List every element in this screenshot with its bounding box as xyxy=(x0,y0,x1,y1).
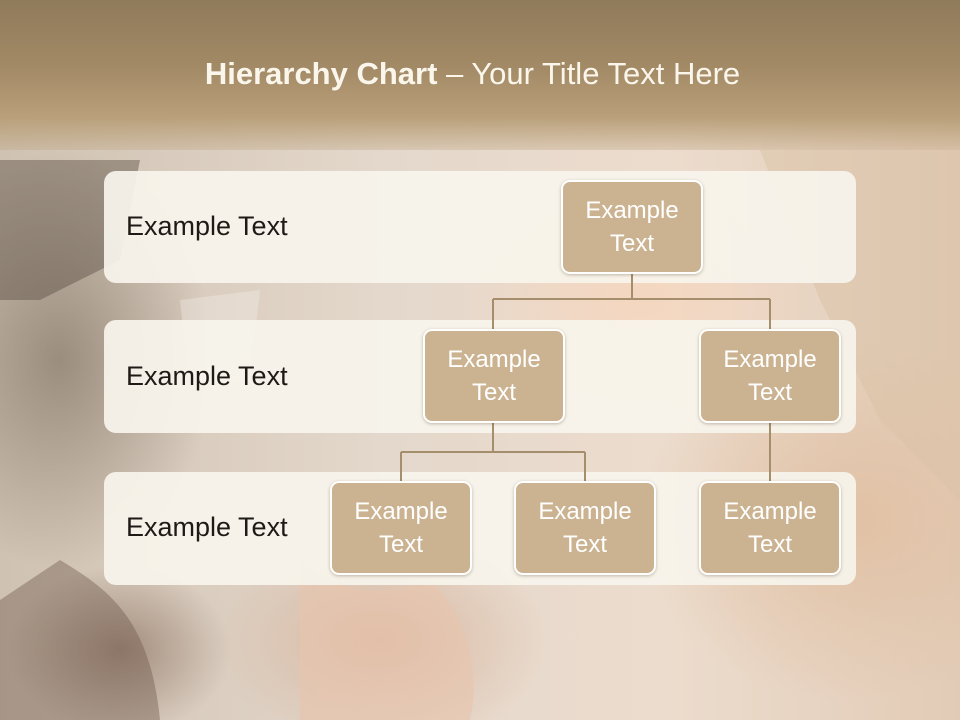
node-mid-right-line1: Example xyxy=(723,346,817,373)
level-band-1 xyxy=(104,171,856,283)
node-leaf-2-line2: Text xyxy=(562,531,607,558)
header-band xyxy=(0,0,960,150)
node-root-line1: Example xyxy=(585,197,679,224)
level-label-3: Example Text xyxy=(126,512,288,542)
title-rest: – Your Title Text Here xyxy=(437,56,741,91)
node-leaf-1-line1: Example xyxy=(354,498,448,525)
level-label-2: Example Text xyxy=(126,361,288,391)
node-leaf-3-line1: Example xyxy=(723,498,817,525)
title-bold: Hierarchy Chart xyxy=(204,56,438,91)
node-leaf-1-line2: Text xyxy=(378,531,423,558)
node-leaf-2-line1: Example xyxy=(538,498,632,525)
node-leaf-3-line2: Text xyxy=(747,531,792,558)
node-root-line2: Text xyxy=(609,230,654,257)
level-label-1: Example Text xyxy=(126,211,288,241)
node-mid-left-line1: Example xyxy=(447,346,541,373)
slide-title: Hierarchy Chart – Your Title Text Here xyxy=(0,56,945,92)
node-mid-right-line2: Text xyxy=(747,379,792,406)
node-mid-left-line2: Text xyxy=(471,379,516,406)
